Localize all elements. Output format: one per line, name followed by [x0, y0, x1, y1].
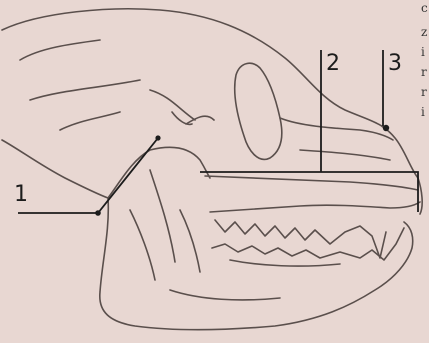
leader-dot-1 — [95, 210, 101, 216]
edge-fragment: z — [421, 25, 427, 39]
edge-fragment: r — [421, 65, 427, 79]
cranial-inner-contours — [20, 40, 214, 130]
edge-fragment: i — [421, 45, 425, 59]
leader-lines — [18, 50, 418, 213]
edge-fragment: c — [421, 1, 428, 15]
callout-3: 3 — [388, 51, 402, 76]
callout-1: 1 — [14, 182, 28, 207]
leader-dot-1-end — [155, 135, 160, 140]
skull-outline — [2, 9, 422, 330]
maxilla-outline — [205, 176, 420, 212]
mandible-inner-contours — [170, 260, 340, 300]
callout-2: 2 — [326, 51, 340, 76]
snout-upper-contour — [280, 118, 393, 160]
orbit-outline — [235, 63, 282, 159]
leader-line-1 — [18, 138, 158, 213]
leader-dot-3 — [383, 125, 389, 131]
ramus-outline — [130, 170, 200, 280]
edge-fragment: i — [421, 105, 425, 119]
cranium-base-outline — [2, 140, 210, 198]
edge-fragment: r — [421, 85, 427, 99]
